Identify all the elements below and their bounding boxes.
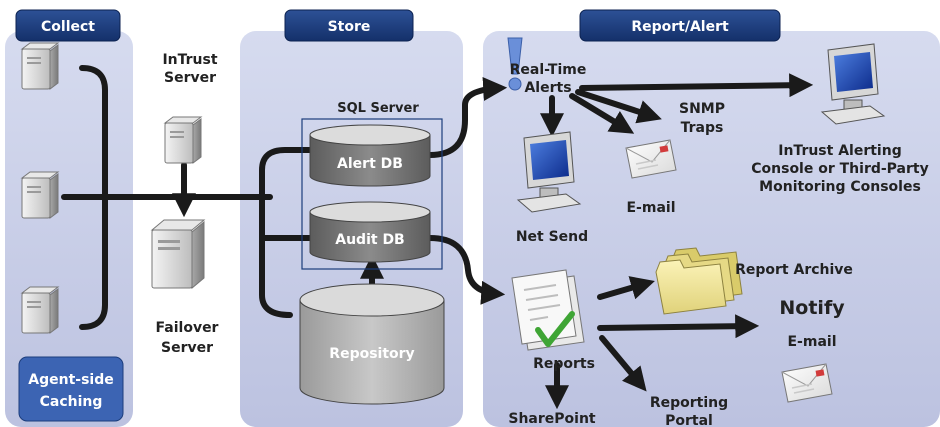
net-send-label: Net Send bbox=[516, 229, 588, 245]
report-alert-header bbox=[579, 9, 781, 42]
sql-server-box bbox=[301, 118, 443, 270]
alert-email-label: E-mail bbox=[626, 200, 675, 216]
agent-server-2 bbox=[21, 171, 59, 219]
intrust-server-label-line2: Server bbox=[164, 70, 216, 86]
reporting-portal-line1: Reporting bbox=[650, 395, 728, 411]
alert-db-label: Alert DB bbox=[337, 156, 403, 172]
agent-server-1 bbox=[21, 42, 59, 90]
real-time-alerts-line1: Real-Time bbox=[510, 62, 587, 78]
net-send-monitor-icon bbox=[517, 131, 581, 213]
console-label-line3: Monitoring Consoles bbox=[759, 179, 921, 195]
intrust-server-label-line1: InTrust bbox=[162, 52, 217, 68]
snmp-traps-line2: Traps bbox=[681, 120, 724, 136]
failover-server-label-line1: Failover bbox=[156, 320, 219, 336]
sharepoint-label: SharePoint bbox=[508, 411, 596, 427]
report-alert-header-label: Report/Alert bbox=[631, 19, 729, 35]
caching-label-line1: Agent-side bbox=[28, 372, 113, 388]
reporting-portal-line2: Portal bbox=[665, 413, 713, 427]
repository-label: Repository bbox=[329, 346, 414, 362]
collect-header-label: Collect bbox=[41, 19, 95, 35]
caching-label-line2: Caching bbox=[40, 394, 103, 410]
notify-label: Notify bbox=[779, 297, 845, 319]
collect-header bbox=[15, 9, 121, 42]
connectors bbox=[61, 65, 814, 410]
alert-db-cylinder bbox=[309, 124, 431, 187]
sql-server-label: SQL Server bbox=[337, 101, 419, 116]
real-time-alerts-line2: Alerts bbox=[524, 80, 571, 96]
report-archive-folder-icon bbox=[655, 247, 743, 315]
exclamation-icon bbox=[507, 37, 523, 91]
snmp-traps-line1: SNMP bbox=[679, 101, 725, 117]
repository-cylinder bbox=[299, 283, 445, 405]
agent-server-3 bbox=[21, 286, 59, 334]
reports-label: Reports bbox=[533, 356, 595, 372]
store-header bbox=[284, 9, 414, 42]
failover-server-icon bbox=[150, 219, 206, 290]
notify-email-label: E-mail bbox=[787, 334, 836, 350]
agent-side-caching-box bbox=[18, 356, 124, 422]
failover-server-label-line2: Server bbox=[161, 340, 213, 356]
console-label-line1: InTrust Alerting bbox=[778, 143, 901, 159]
report-archive-label: Report Archive bbox=[735, 262, 853, 278]
reports-document-icon bbox=[511, 269, 585, 351]
audit-db-label: Audit DB bbox=[335, 232, 404, 248]
store-header-label: Store bbox=[328, 19, 371, 35]
intrust-server-icon bbox=[164, 116, 202, 164]
alerting-console-monitor-icon bbox=[821, 43, 885, 125]
audit-db-cylinder bbox=[309, 201, 431, 263]
console-label-line2: Console or Third-Party bbox=[751, 161, 928, 177]
